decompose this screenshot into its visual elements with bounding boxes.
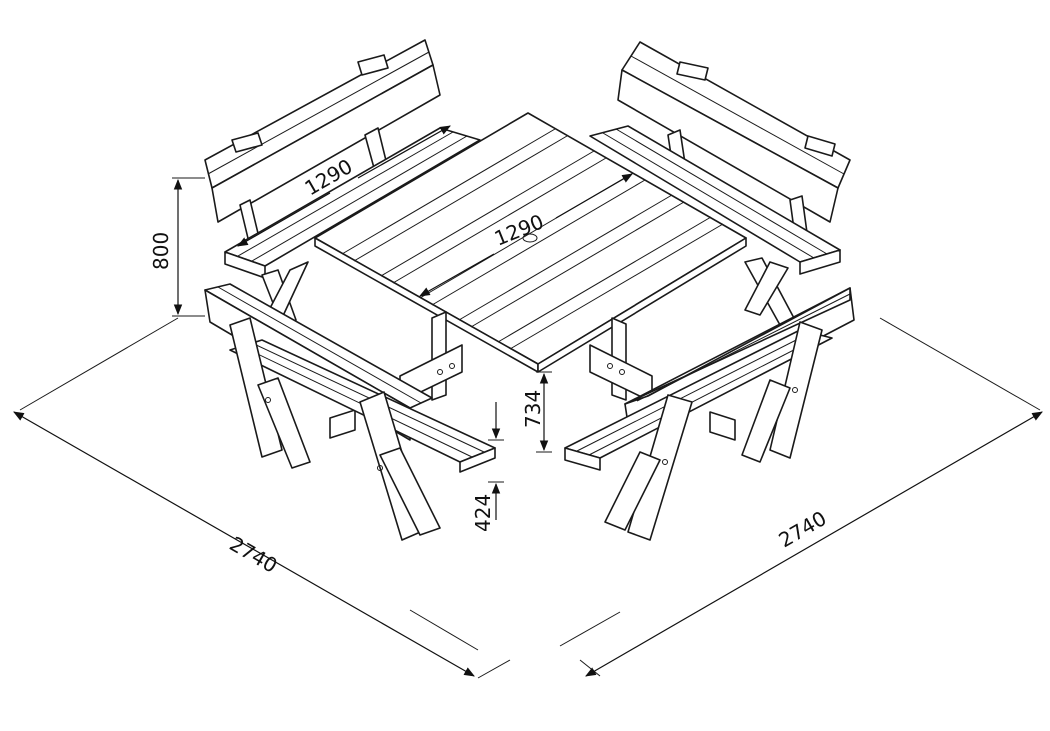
dim-label-424: 424: [471, 494, 495, 532]
dim-line-2740-right: [585, 411, 1043, 677]
table-top: [314, 112, 747, 373]
umbrella-hole: [522, 233, 538, 243]
dim-label-800: 800: [149, 232, 173, 270]
dim-label-2740-right: 2740: [775, 506, 831, 552]
back-left-backrest-lower-board: [211, 64, 441, 223]
dim-label-734: 734: [521, 390, 545, 428]
back-right-backrest-lower-board: [617, 69, 839, 223]
dim-line-1290-diag-left: [419, 253, 495, 297]
back-left-bench: [204, 39, 481, 327]
dim-line-1290-top-right: [357, 125, 451, 179]
dim-label-2740-left: 2740: [226, 532, 282, 578]
back-right-bench: [589, 41, 851, 326]
dim-line-2740-left: [13, 411, 475, 677]
dim-line-1290-top-left: [237, 192, 331, 247]
dim-line-1290-diag-right: [555, 173, 633, 219]
